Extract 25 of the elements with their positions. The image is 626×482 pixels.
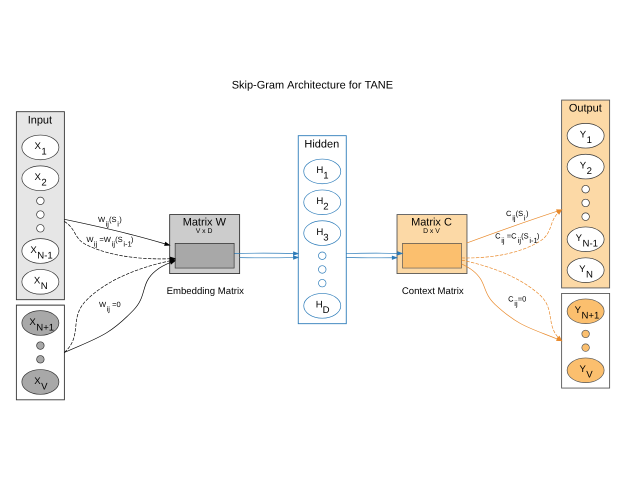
- node-circle: [582, 330, 590, 338]
- cluster: [561, 293, 610, 389]
- node-box: [402, 243, 462, 268]
- node-circle: [36, 355, 44, 364]
- node-circle: [318, 252, 326, 260]
- cluster: [16, 304, 65, 400]
- node-circle: [318, 279, 326, 288]
- arrow: [239, 255, 300, 260]
- node-circle: [36, 224, 44, 232]
- node-label: Context Matrix: [402, 286, 464, 297]
- node-circle: [36, 210, 44, 219]
- node-circle: [36, 196, 44, 205]
- node-label: Embedding Matrix: [166, 286, 244, 297]
- node-circle: [582, 344, 590, 352]
- node-circle: [318, 265, 326, 274]
- node-circle: [582, 212, 590, 221]
- arrow: [346, 256, 398, 260]
- diagram-title: Skip-Gram Architecture for TANE: [232, 79, 394, 92]
- node-box: [174, 243, 234, 268]
- arrow: [234, 251, 300, 256]
- arrow: [64, 219, 171, 246]
- node-circle: [582, 185, 590, 194]
- node-circle: [582, 198, 590, 208]
- arrow: [346, 251, 404, 256]
- node-circle: [36, 341, 44, 350]
